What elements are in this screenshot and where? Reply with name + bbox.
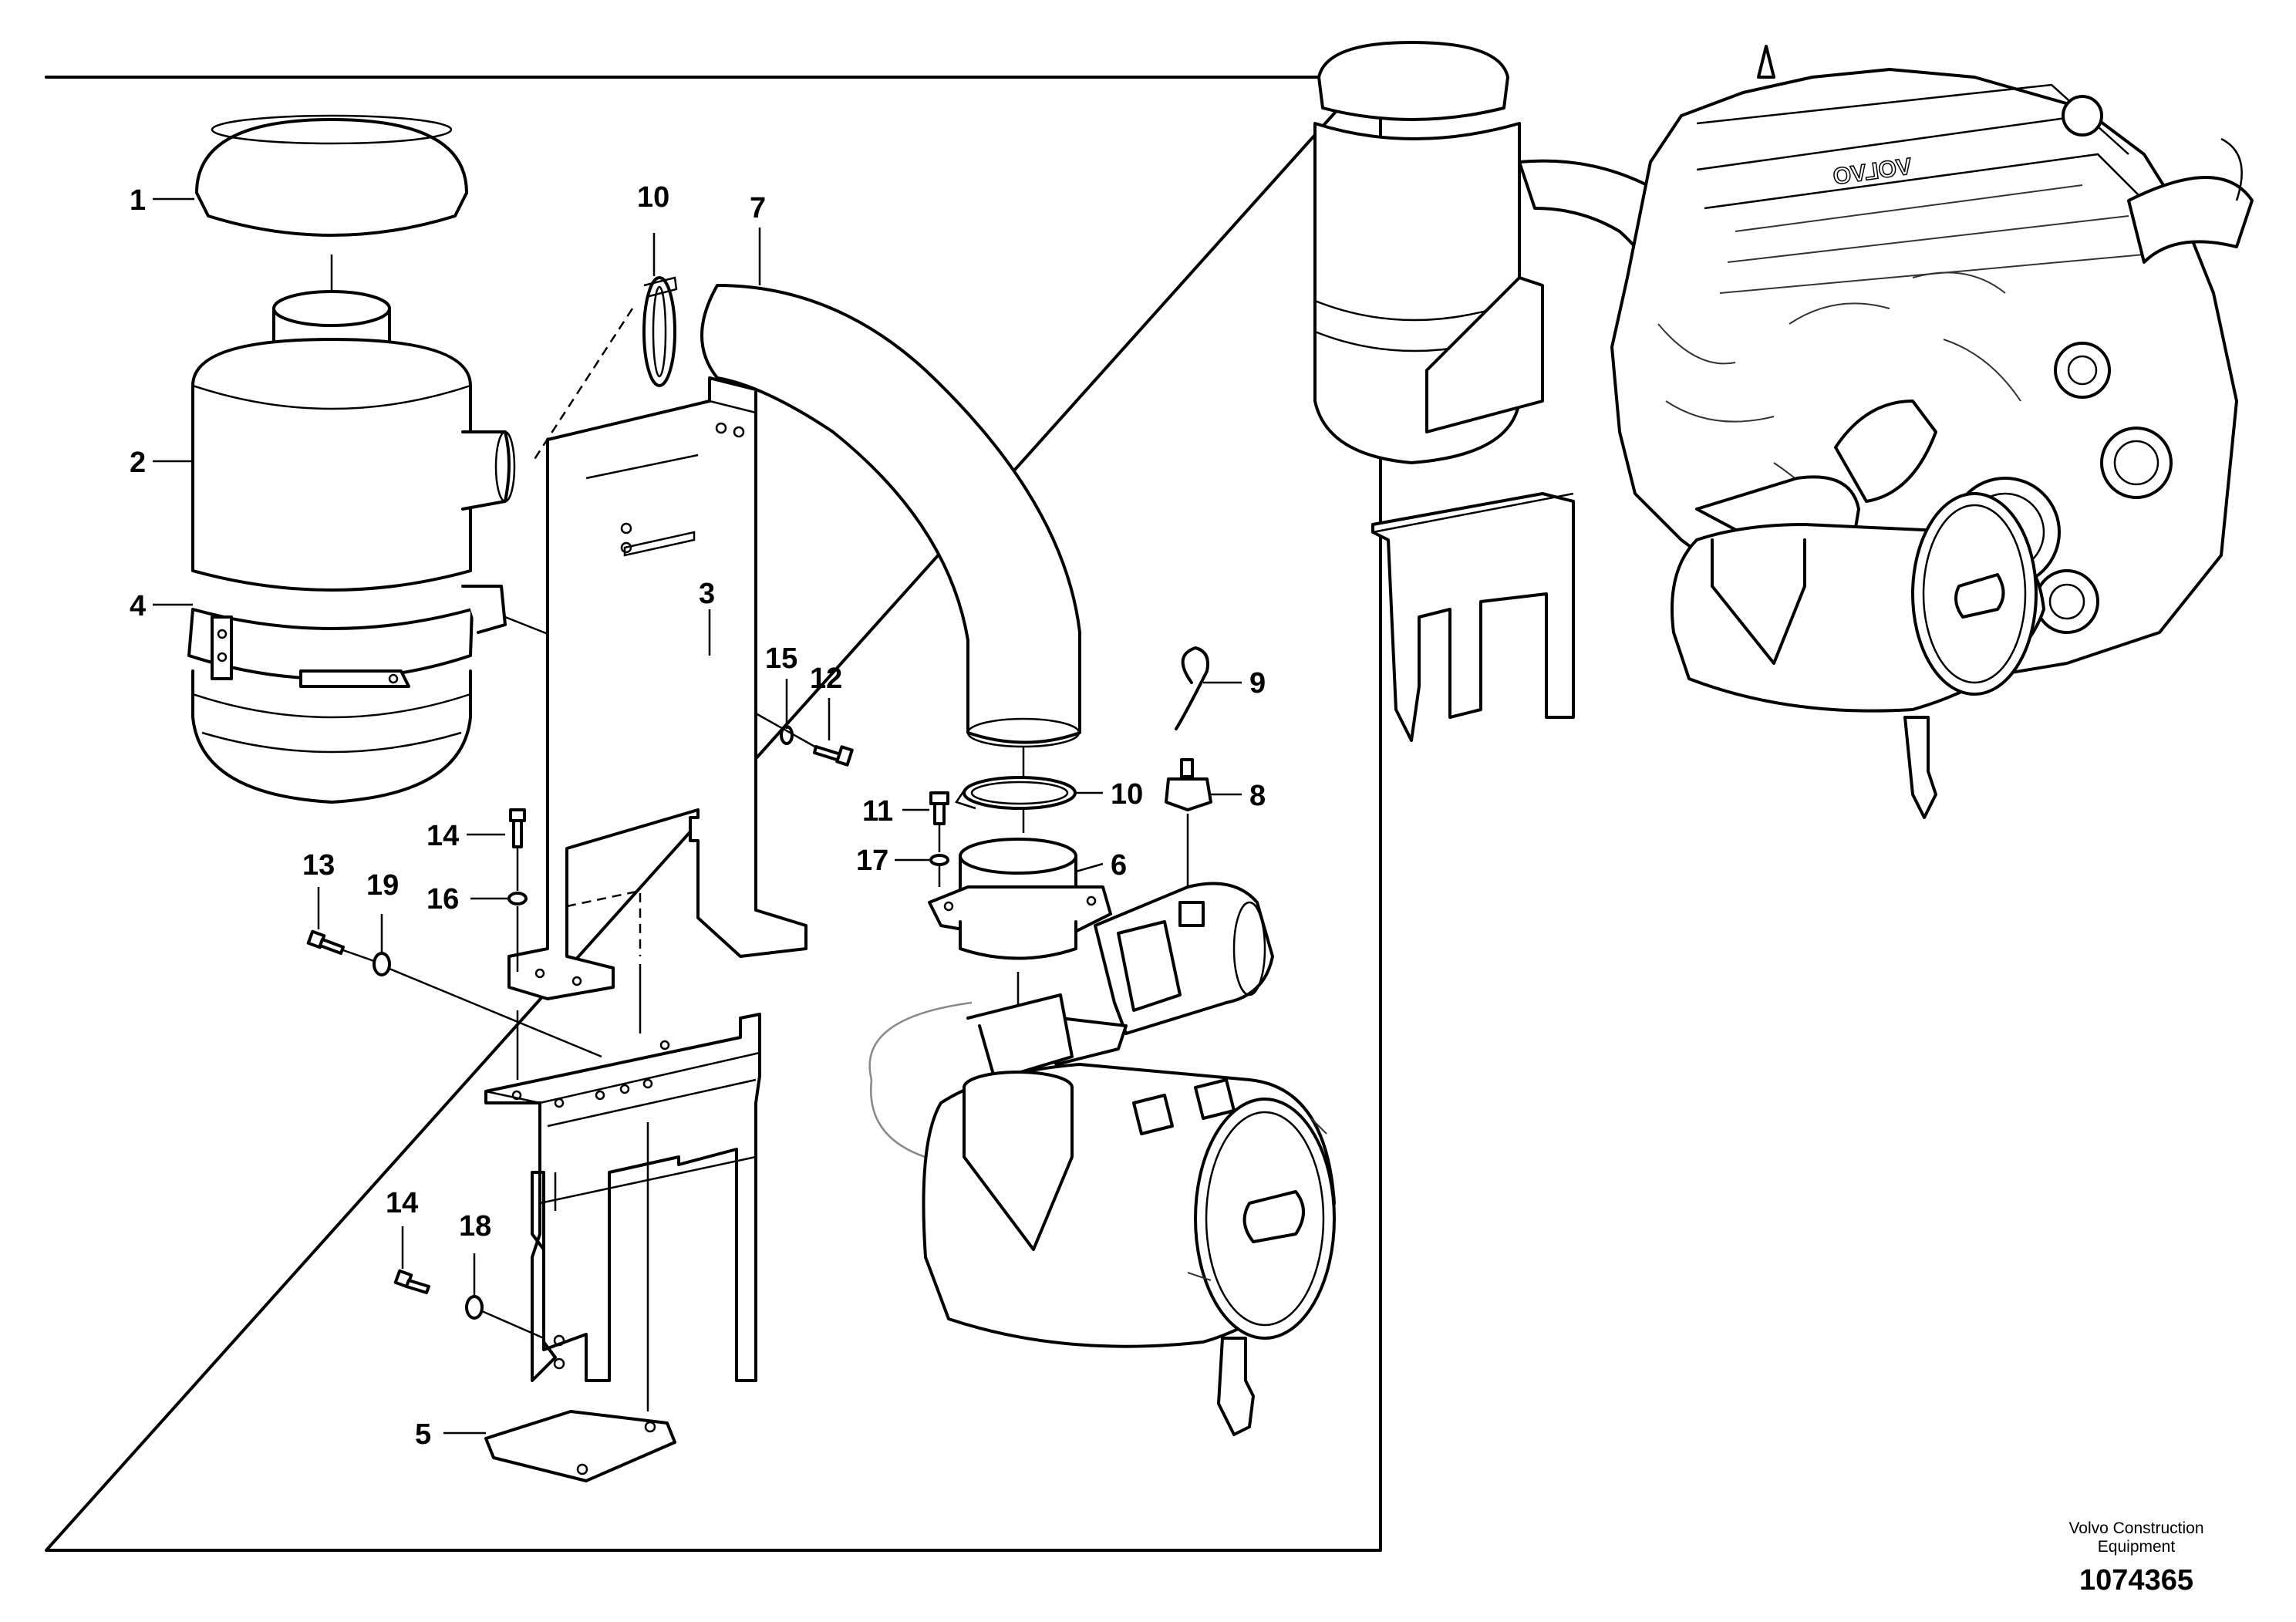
support-stand bbox=[484, 1013, 761, 1382]
line-18-to-stand bbox=[481, 1310, 544, 1340]
part-4-mounting-band bbox=[187, 585, 507, 688]
callout-19: 19 bbox=[366, 869, 399, 902]
callout-7: 7 bbox=[750, 192, 766, 224]
callout-13: 13 bbox=[302, 849, 335, 882]
part-1-rain-cap bbox=[195, 114, 468, 237]
callout-11: 11 bbox=[862, 795, 893, 828]
callout-18: 18 bbox=[459, 1210, 491, 1243]
part-8-restriction-indicator bbox=[1165, 758, 1212, 811]
part-6-adapter-flange bbox=[928, 838, 1112, 960]
part-10-hose-clamp-upper bbox=[642, 276, 678, 387]
callout-1: 1 bbox=[130, 184, 146, 217]
part-2-air-cleaner bbox=[191, 290, 516, 804]
callout-8: 8 bbox=[1249, 780, 1266, 812]
callout-9: 9 bbox=[1249, 667, 1266, 700]
part-19-washer bbox=[373, 952, 391, 976]
callout-5: 5 bbox=[415, 1418, 431, 1451]
part-7-intake-pipe bbox=[700, 284, 1081, 748]
part-5-plate bbox=[484, 1410, 676, 1482]
part-9-cap-strap bbox=[1175, 646, 1209, 730]
callout-4: 4 bbox=[130, 590, 146, 622]
part-14-bolt-lower bbox=[393, 1269, 430, 1294]
engine-overview-illustration: VOLVO bbox=[1313, 41, 2254, 819]
callout-17: 17 bbox=[856, 845, 888, 877]
callout-14-upper: 14 bbox=[426, 820, 459, 852]
line-bolt-to-bracket bbox=[755, 712, 818, 750]
callout-15: 15 bbox=[765, 642, 797, 675]
part-10-hose-clamp-lower bbox=[955, 776, 1077, 810]
manufacturer-caption: Volvo Construction Equipment bbox=[2013, 1519, 2260, 1556]
part-3-bracket bbox=[507, 376, 807, 1000]
callout-14-lower: 14 bbox=[386, 1187, 418, 1219]
callout-12: 12 bbox=[810, 663, 842, 695]
figure-number: 1074365 bbox=[2079, 1564, 2193, 1597]
part-14-bolt-upper bbox=[509, 808, 526, 848]
part-11-bolt bbox=[929, 791, 949, 825]
callout-10-upper: 10 bbox=[637, 181, 669, 214]
part-13-bolt bbox=[306, 929, 345, 955]
part-18-washer bbox=[465, 1295, 484, 1320]
callout-16: 16 bbox=[426, 883, 459, 916]
precleaner-assembly bbox=[868, 882, 1274, 1166]
leader-6 bbox=[1075, 862, 1104, 873]
part-17-washer bbox=[929, 854, 949, 866]
line-13-to-support bbox=[342, 949, 602, 1058]
part-12-bolt bbox=[813, 745, 854, 767]
callout-3: 3 bbox=[699, 578, 715, 610]
manufacturer-line-1: Volvo Construction bbox=[2068, 1519, 2204, 1537]
callout-6: 6 bbox=[1111, 849, 1127, 882]
manufacturer-line-2: Equipment bbox=[2097, 1538, 2176, 1556]
callout-10-lower: 10 bbox=[1111, 778, 1143, 811]
callout-2: 2 bbox=[130, 447, 146, 479]
part-16-washer bbox=[507, 892, 528, 905]
main-air-filter-canister bbox=[922, 1063, 1336, 1436]
